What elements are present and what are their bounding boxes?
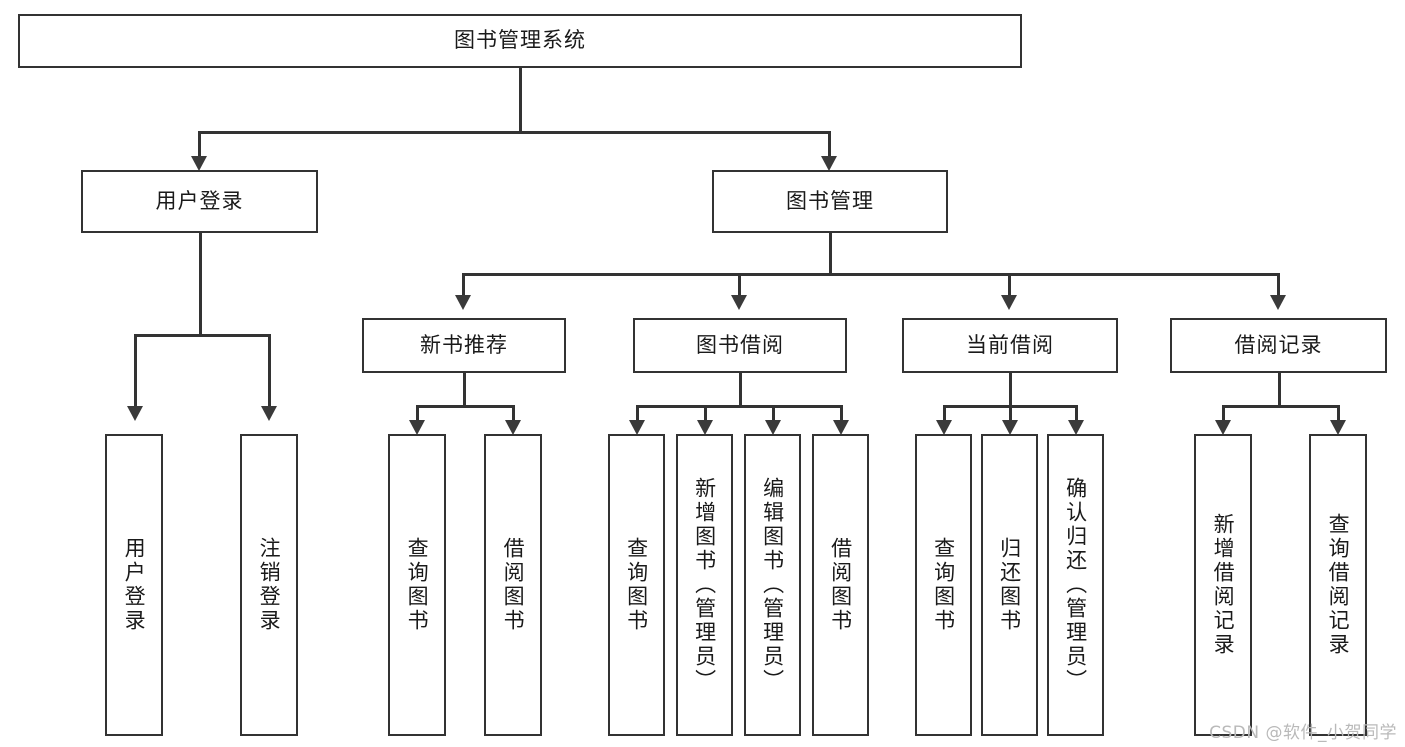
connector-borrow-record-stem [1278, 373, 1281, 407]
node-root-system[interactable]: 图书管理系统 [18, 14, 1022, 68]
connector-book-borrow-drop-3 [772, 405, 775, 423]
connector-book-borrow-bus [636, 405, 842, 408]
node-label: 新增图书（管理员） [692, 477, 717, 693]
connector-book-mgmt-stem [829, 233, 832, 275]
node-label: 查询图书 [931, 537, 956, 633]
leaf-user-login-1[interactable]: 用户登录 [105, 434, 163, 736]
arrow-icon-to-borrow-record [1270, 295, 1286, 310]
node-label: 查询图书 [624, 537, 649, 633]
connector-current-borrow-drop-2 [1009, 405, 1012, 423]
leaf-borrow-record-1[interactable]: 新增借阅记录 [1194, 434, 1252, 736]
node-label: 用户登录 [155, 188, 244, 213]
arrow-icon-book-borrow-leaf-4 [833, 420, 849, 435]
connector-book-borrow-drop-4 [840, 405, 843, 423]
leaf-borrow-record-2[interactable]: 查询借阅记录 [1309, 434, 1367, 736]
node-label: 借阅图书 [501, 537, 526, 633]
arrow-icon-new-book-leaf-1 [409, 420, 425, 435]
arrow-icon-borrow-record-leaf-2 [1330, 420, 1346, 435]
node-label: 图书管理系统 [454, 28, 586, 53]
arrow-icon-borrow-record-leaf-1 [1215, 420, 1231, 435]
connector-user-login-drop-2 [268, 334, 271, 408]
connector-to-book-borrow [738, 273, 741, 297]
leaf-book-borrow-1[interactable]: 查询图书 [608, 434, 665, 736]
connector-borrow-record-bus [1222, 405, 1339, 408]
arrow-icon-current-borrow-leaf-2 [1002, 420, 1018, 435]
node-label: 注销登录 [257, 537, 282, 633]
node-label: 新增借阅记录 [1211, 513, 1236, 657]
connector-root-to-book-mgmt [828, 131, 831, 159]
connector-new-book-drop-1 [416, 405, 419, 423]
arrow-icon-to-new-book [455, 295, 471, 310]
node-label: 用户登录 [122, 537, 147, 633]
connector-book-borrow-stem [739, 373, 742, 407]
arrow-icon-new-book-leaf-2 [505, 420, 521, 435]
arrow-icon-user-login-leaf-1 [127, 406, 143, 421]
leaf-book-borrow-4[interactable]: 借阅图书 [812, 434, 869, 736]
connector-book-borrow-drop-2 [704, 405, 707, 423]
arrow-icon-current-borrow-leaf-3 [1068, 420, 1084, 435]
node-label: 借阅记录 [1234, 332, 1323, 357]
connector-new-book-bus [416, 405, 514, 408]
arrow-icon-book-borrow-leaf-1 [629, 420, 645, 435]
connector-current-borrow-stem [1009, 373, 1012, 407]
arrow-icon-user-login-leaf-2 [261, 406, 277, 421]
connector-new-book-drop-2 [512, 405, 515, 423]
node-user-login[interactable]: 用户登录 [81, 170, 318, 233]
leaf-new-book-1[interactable]: 查询图书 [388, 434, 446, 736]
connector-root-bus [198, 131, 831, 134]
node-current-borrow[interactable]: 当前借阅 [902, 318, 1118, 373]
arrow-icon-book-borrow-leaf-3 [765, 420, 781, 435]
node-book-management[interactable]: 图书管理 [712, 170, 948, 233]
leaf-current-borrow-1[interactable]: 查询图书 [915, 434, 972, 736]
node-label: 归还图书 [997, 537, 1022, 633]
node-label: 图书管理 [786, 188, 874, 213]
node-label: 编辑图书（管理员） [760, 477, 785, 693]
leaf-book-borrow-2[interactable]: 新增图书（管理员） [676, 434, 733, 736]
node-label: 当前借阅 [966, 332, 1054, 357]
arrow-icon-to-user-login [191, 156, 207, 171]
connector-user-login-bus [134, 334, 271, 337]
node-book-borrow[interactable]: 图书借阅 [633, 318, 847, 373]
node-label: 查询借阅记录 [1326, 513, 1351, 657]
node-label: 借阅图书 [828, 537, 853, 633]
leaf-new-book-2[interactable]: 借阅图书 [484, 434, 542, 736]
arrow-icon-to-book-mgmt [821, 156, 837, 171]
arrow-icon-to-current-borrow [1001, 295, 1017, 310]
connector-user-login-drop-1 [134, 334, 137, 408]
node-label: 图书借阅 [696, 332, 784, 357]
arrow-icon-to-book-borrow [731, 295, 747, 310]
leaf-user-login-2[interactable]: 注销登录 [240, 434, 298, 736]
leaf-current-borrow-3[interactable]: 确认归还（管理员） [1047, 434, 1104, 736]
node-new-book-recommend[interactable]: 新书推荐 [362, 318, 566, 373]
node-label: 查询图书 [405, 537, 430, 633]
connector-new-book-stem [463, 373, 466, 407]
connector-borrow-record-drop-2 [1337, 405, 1340, 423]
node-label: 新书推荐 [420, 332, 508, 357]
connector-root-stem [519, 68, 522, 132]
node-borrow-record[interactable]: 借阅记录 [1170, 318, 1387, 373]
arrow-icon-current-borrow-leaf-1 [936, 420, 952, 435]
leaf-book-borrow-3[interactable]: 编辑图书（管理员） [744, 434, 801, 736]
leaf-current-borrow-2[interactable]: 归还图书 [981, 434, 1038, 736]
connector-root-to-user-login [198, 131, 201, 159]
connector-to-current-borrow [1008, 273, 1011, 297]
connector-user-login-stem [199, 233, 202, 337]
arrow-icon-book-borrow-leaf-2 [697, 420, 713, 435]
connector-current-borrow-drop-1 [943, 405, 946, 423]
connector-to-borrow-record [1277, 273, 1280, 297]
connector-current-borrow-drop-3 [1075, 405, 1078, 423]
connector-borrow-record-drop-1 [1222, 405, 1225, 423]
connector-to-new-book [462, 273, 465, 297]
connector-book-borrow-drop-1 [636, 405, 639, 423]
node-label: 确认归还（管理员） [1063, 477, 1088, 693]
connector-book-mgmt-bus [462, 273, 1280, 276]
